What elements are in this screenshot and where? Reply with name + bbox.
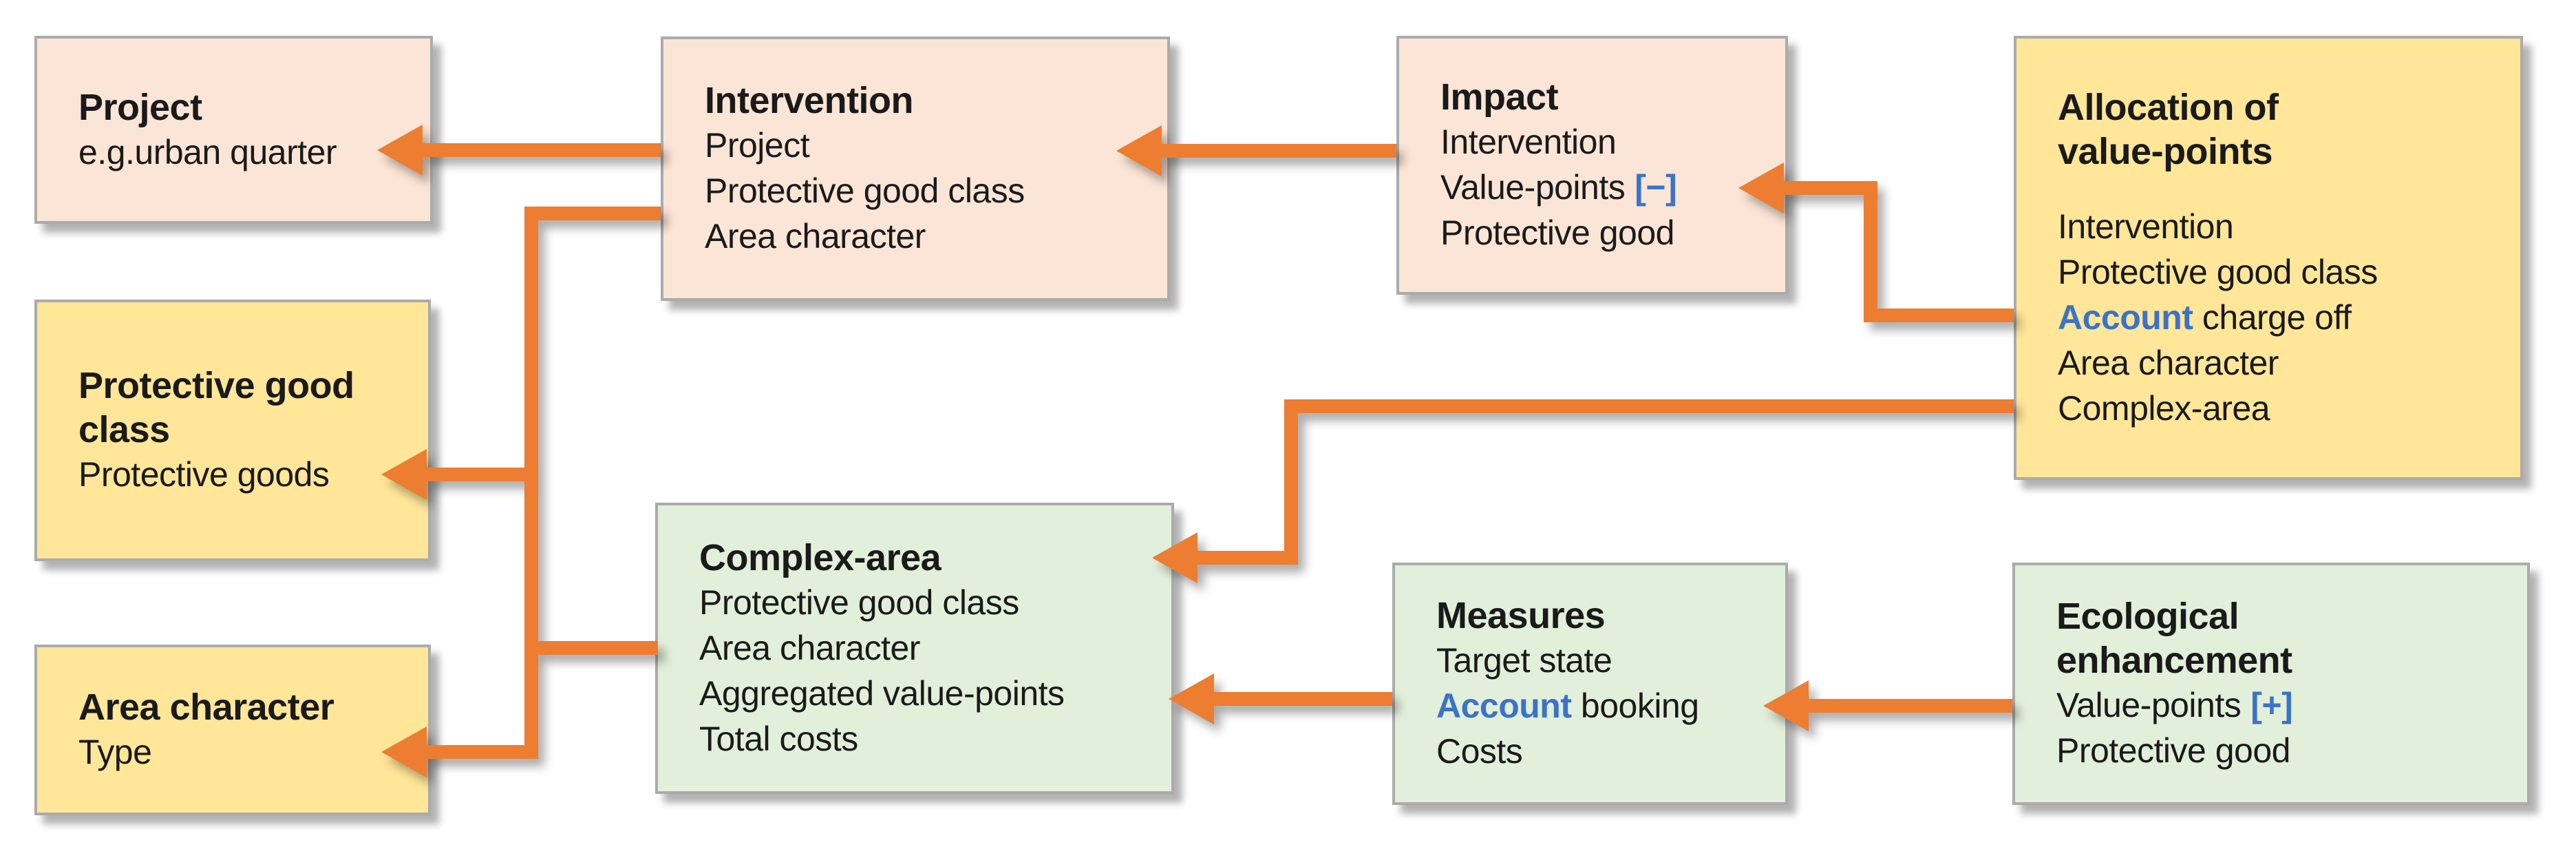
node-title: Impact xyxy=(1440,76,1559,118)
booking-label: booking xyxy=(1571,687,1699,725)
node-title: Measures xyxy=(1436,595,1606,636)
node-title: Complex-area xyxy=(699,536,941,578)
node-line: Complex-area xyxy=(2058,388,2270,428)
minus-badge: [−] xyxy=(1635,168,1677,207)
node-line: Type xyxy=(78,733,152,771)
node-title: Protective good xyxy=(78,365,354,406)
node-title: value-points xyxy=(2058,130,2273,172)
value-points-label: Value-points xyxy=(1440,168,1626,207)
account-label: Account xyxy=(1436,687,1572,725)
node-line: e.g.urban quarter xyxy=(78,132,337,171)
node-title: Ecological xyxy=(2056,596,2239,637)
node-measures: Measures Target state Account booking Co… xyxy=(1392,563,1788,805)
node-line: Aggregated value-points xyxy=(699,673,1065,713)
node-line: Total costs xyxy=(699,719,858,758)
node-intervention: Intervention Project Protective good cla… xyxy=(661,36,1170,301)
node-line: Protective good class xyxy=(2058,252,2378,291)
node-ecological-enhancement: Ecological enhancement Value-points[+] P… xyxy=(2012,563,2530,805)
node-line: Protective good xyxy=(2056,731,2290,770)
node-line: Area character xyxy=(699,628,920,667)
value-points-label: Value-points xyxy=(2056,686,2242,724)
edge-allocation-impact xyxy=(1784,181,2014,322)
node-allocation-of-value-points: Allocation of value-points Intervention … xyxy=(2014,36,2523,480)
arrowhead-aggregated-value-points xyxy=(1169,673,1214,724)
edge-trunk-intervention-area-character xyxy=(427,207,661,759)
node-title: enhancement xyxy=(2056,640,2292,681)
node-protective-good-class: Protective good class Protective goods xyxy=(34,300,431,561)
node-line: Area character xyxy=(2058,343,2279,382)
node-title: Allocation of xyxy=(2058,86,2279,128)
node-line: Protective goods xyxy=(78,455,330,494)
node-line: Protective good xyxy=(1440,213,1674,252)
node-area-character: Area character Type xyxy=(34,645,431,815)
node-line: Protective good class xyxy=(705,171,1025,210)
node-line: Account charge off xyxy=(2058,295,2501,340)
node-title: Project xyxy=(78,86,202,128)
node-line: Target state xyxy=(1436,641,1612,680)
node-line: Project xyxy=(705,126,810,165)
node-complex-area: Complex-area Protective good class Area … xyxy=(655,503,1174,794)
node-impact: Impact Intervention Value-points[−] Prot… xyxy=(1396,36,1788,295)
node-line: Account booking xyxy=(1436,683,1766,729)
charge-off-label: charge off xyxy=(2193,297,2352,337)
node-project: Project e.g.urban quarter xyxy=(34,36,433,224)
plus-badge: [+] xyxy=(2250,686,2293,724)
edge-allocation-complex-area xyxy=(1197,399,2014,565)
account-label: Account xyxy=(2058,297,2193,337)
node-line: Costs xyxy=(1436,732,1523,771)
node-line: Intervention xyxy=(2058,207,2234,246)
node-title: Area character xyxy=(78,687,334,728)
node-title: Intervention xyxy=(705,80,914,121)
node-line: Protective good class xyxy=(699,583,1019,622)
node-line: Value-points[+] xyxy=(2056,682,2508,728)
node-line: Value-points[−] xyxy=(1440,165,1766,210)
node-line: Area character xyxy=(705,217,926,255)
node-line: Intervention xyxy=(1440,123,1617,161)
node-title: class xyxy=(78,409,170,450)
